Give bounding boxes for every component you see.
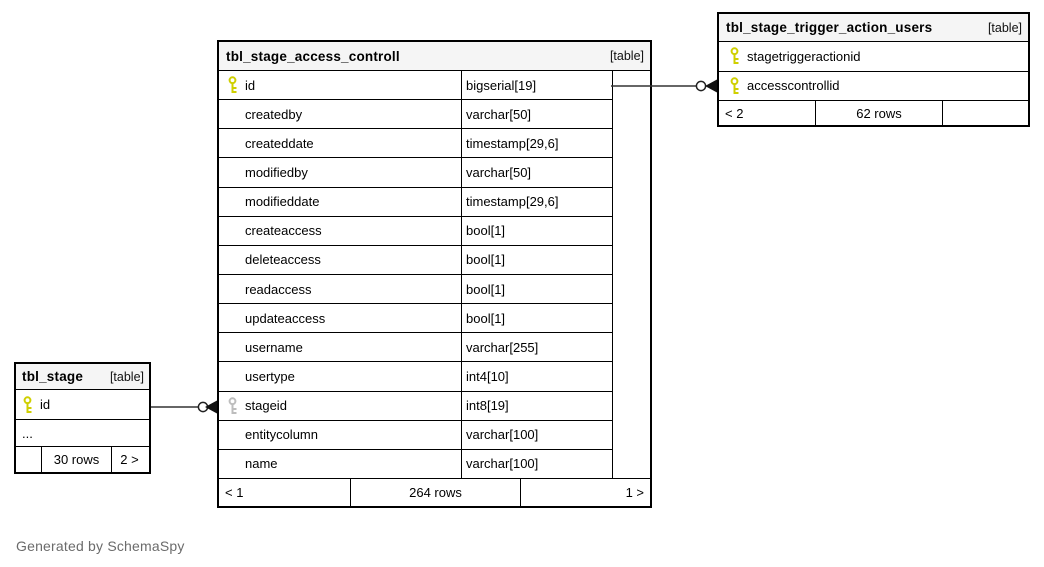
column-type: varchar[255] xyxy=(466,339,539,355)
column-name: createdby xyxy=(245,106,303,122)
table-header-trigger-action-users[interactable]: tbl_stage_trigger_action_users [table] xyxy=(719,14,1028,42)
column-type: timestamp[29,6] xyxy=(466,135,559,151)
table-row: createddate timestamp[29,6] xyxy=(219,129,612,159)
table-title[interactable]: tbl_stage_trigger_action_users xyxy=(726,20,933,35)
column-name: ... xyxy=(22,425,33,441)
row-count: 264 rows xyxy=(350,479,520,506)
table-row: deleteaccess bool[1] xyxy=(219,245,612,275)
column-name: deleteaccess xyxy=(245,252,321,268)
column-type: varchar[100] xyxy=(466,456,539,472)
table-row: modifieddate timestamp[29,6] xyxy=(219,187,612,217)
primary-key-icon xyxy=(228,76,237,94)
column-name: name xyxy=(245,456,278,472)
table-title[interactable]: tbl_stage_access_controll xyxy=(226,48,400,64)
table-row: usertype int4[10] xyxy=(219,362,612,392)
table-stage: tbl_stage [table] id ... xyxy=(14,362,151,474)
column-type: bool[1] xyxy=(466,223,506,239)
table-type-badge: [table] xyxy=(109,369,144,384)
footer-cell-left: < 1 xyxy=(225,485,244,500)
table-footer: < 1 264 rows 1 > xyxy=(219,478,650,506)
table-trigger-action-users: tbl_stage_trigger_action_users [table] s… xyxy=(717,12,1030,127)
column-name: createddate xyxy=(245,135,314,151)
table-row: createaccess bool[1] xyxy=(219,216,612,246)
column-name: entitycolumn xyxy=(245,427,318,443)
footer-cell-left: < 2 xyxy=(725,105,744,121)
table-type-badge: [table] xyxy=(609,49,644,63)
column-name: createaccess xyxy=(245,223,322,239)
column-type: bigserial[19] xyxy=(466,77,537,93)
table-row: entitycolumn varchar[100] xyxy=(219,420,612,450)
column-name: modifieddate xyxy=(245,194,320,210)
table-header-stage[interactable]: tbl_stage [table] xyxy=(16,364,149,390)
table-row: id bigserial[19] xyxy=(219,71,612,101)
footer-cell-left xyxy=(16,447,41,472)
column-name: id xyxy=(245,77,256,93)
relationship-edge-column xyxy=(612,71,650,478)
column-name: accesscontrollid xyxy=(747,78,840,94)
column-type: int4[10] xyxy=(466,368,509,384)
column-name: username xyxy=(245,339,303,355)
primary-key-icon xyxy=(730,47,739,65)
column-name: id xyxy=(40,397,51,412)
table-row: stageid int8[19] xyxy=(219,391,612,421)
footer-cell-right: 1 > xyxy=(520,479,650,506)
column-type: bool[1] xyxy=(466,281,506,297)
primary-key-icon xyxy=(730,77,739,94)
column-name: usertype xyxy=(245,368,295,384)
generated-by-note: Generated by SchemaSpy xyxy=(16,538,185,554)
table-row: createdby varchar[50] xyxy=(219,100,612,130)
column-type: bool[1] xyxy=(466,252,506,268)
footer-cell-right: 2 > xyxy=(111,447,149,472)
table-row: id xyxy=(16,390,149,420)
table-row: readaccess bool[1] xyxy=(219,274,612,305)
table-footer: 30 rows 2 > xyxy=(16,446,149,472)
column-type: varchar[50] xyxy=(466,164,532,180)
column-name: readaccess xyxy=(245,281,312,297)
column-name: stagetriggeractionid xyxy=(747,48,861,64)
column-name: stageid xyxy=(245,398,287,414)
column-name: modifiedby xyxy=(245,164,308,180)
foreign-key-icon xyxy=(228,396,237,414)
fk-connector-stage-to-stageid xyxy=(151,400,217,414)
column-type: varchar[100] xyxy=(466,427,539,443)
column-type: bool[1] xyxy=(466,310,506,326)
column-type: varchar[50] xyxy=(466,106,532,122)
table-type-badge: [table] xyxy=(987,20,1022,35)
table-title[interactable]: tbl_stage xyxy=(22,369,84,384)
footer-cell-right xyxy=(942,101,1028,125)
table-row: ... xyxy=(16,420,149,446)
column-type: timestamp[29,6] xyxy=(466,194,559,210)
row-count: 62 rows xyxy=(815,101,942,125)
table-row: updateaccess bool[1] xyxy=(219,304,612,334)
table-header-access-controll[interactable]: tbl_stage_access_controll [table] xyxy=(219,42,650,71)
row-count: 30 rows xyxy=(41,447,111,472)
table-row: name varchar[100] xyxy=(219,449,612,478)
column-type: int8[19] xyxy=(466,398,509,414)
primary-key-icon xyxy=(23,395,32,413)
column-name: updateaccess xyxy=(245,310,326,326)
table-footer: < 2 62 rows xyxy=(719,100,1028,125)
table-access-controll: tbl_stage_access_controll [table] id big… xyxy=(217,40,652,508)
table-row: username varchar[255] xyxy=(219,333,612,363)
table-row: modifiedby varchar[50] xyxy=(219,158,612,188)
table-row: accesscontrollid xyxy=(719,71,1028,100)
table-row: stagetriggeractionid xyxy=(719,42,1028,72)
